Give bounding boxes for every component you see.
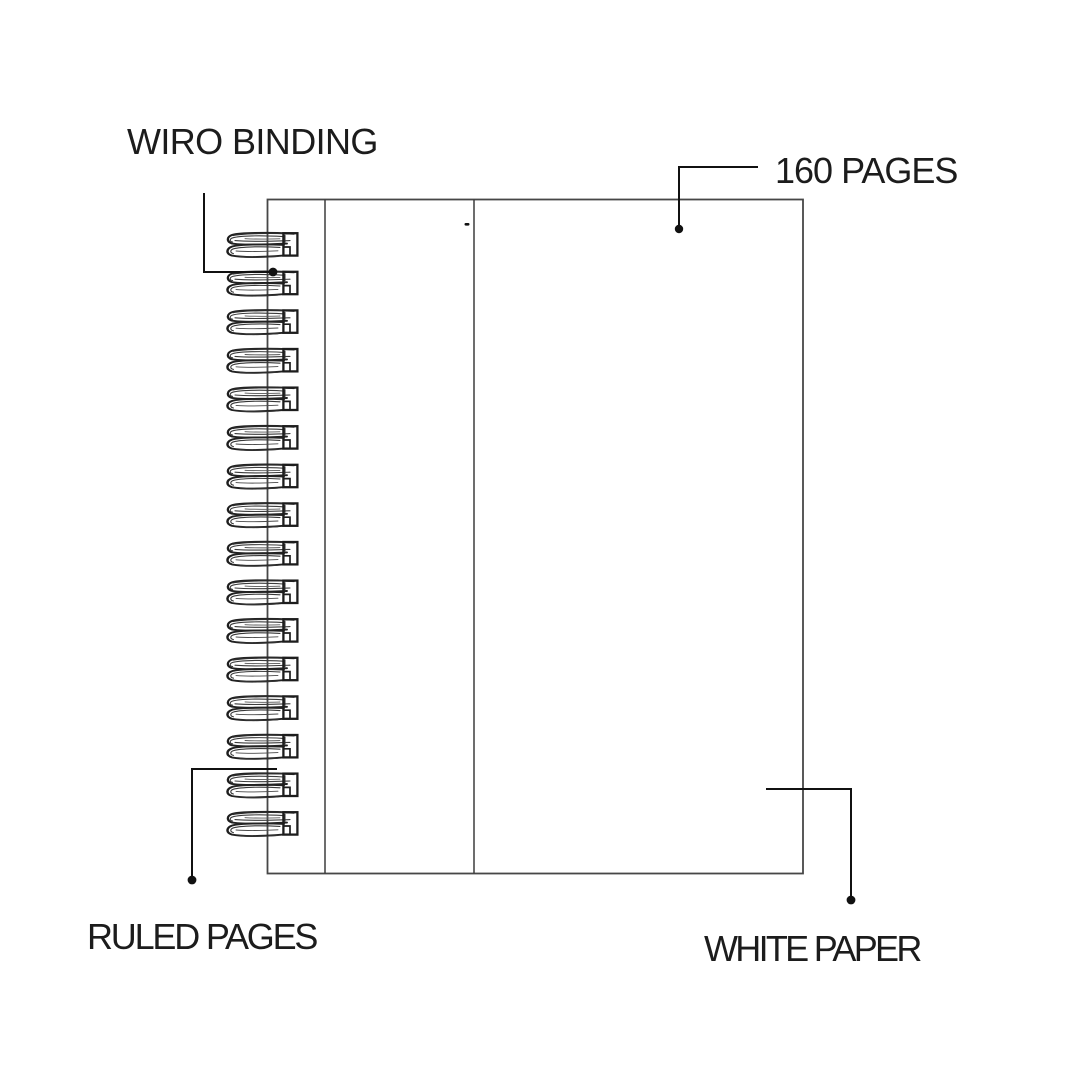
- svg-text:WHITE PAPER: WHITE PAPER: [704, 928, 921, 969]
- svg-text:WIRO BINDING: WIRO BINDING: [127, 121, 378, 162]
- svg-text:160 PAGES: 160 PAGES: [775, 150, 957, 191]
- svg-text:RULED PAGES: RULED PAGES: [87, 916, 317, 957]
